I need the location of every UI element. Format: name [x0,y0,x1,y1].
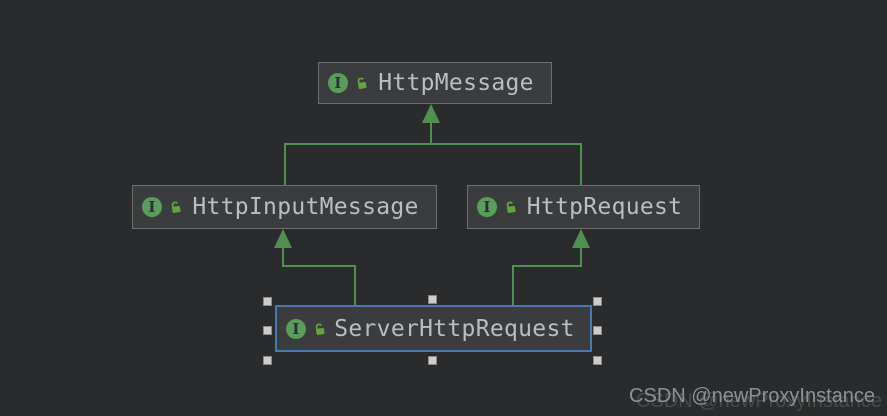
selection-handle-top-middle[interactable] [428,295,437,304]
uml-node-httpinputmessage[interactable]: I HttpInputMessage [132,185,437,229]
inheritance-arrowhead-icon[interactable] [572,229,590,248]
edge-segment[interactable] [580,145,582,185]
selection-handle-middle-right[interactable] [593,326,602,335]
uml-node-httpmessage[interactable]: I HttpMessage [318,62,552,104]
node-label: HttpMessage [378,70,534,96]
uml-node-httprequest[interactable]: I HttpRequest [467,185,700,229]
edge-segment[interactable] [430,122,432,144]
interface-icon: I [142,197,162,217]
edge-segment[interactable] [512,265,582,267]
public-unlocked-icon [506,201,516,214]
watermark: CSDN @newProxyInstance CSDN @newProxyIns… [629,385,882,412]
edge-segment[interactable] [284,145,286,185]
selection-handle-middle-left[interactable] [263,326,272,335]
inheritance-arrowhead-icon[interactable] [422,104,440,123]
selection-handle-bottom-right[interactable] [593,356,602,365]
interface-icon: I [286,318,306,339]
public-unlocked-icon [357,77,367,90]
edge-segment[interactable] [580,246,582,267]
node-label: ServerHttpRequest [334,315,575,342]
public-unlocked-icon [171,201,181,214]
inheritance-arrowhead-icon[interactable] [274,229,292,248]
edge-segment[interactable] [282,265,356,267]
interface-icon: I [477,197,497,217]
watermark-text: CSDN @newProxyInstance [629,385,875,407]
edge-segment[interactable] [354,267,356,305]
interface-icon: I [328,73,348,93]
selection-handle-bottom-middle[interactable] [428,356,437,365]
public-unlocked-icon [315,323,325,335]
edge-segment[interactable] [284,143,582,145]
watermark-ghost-text: CSDN @newProxyInstance [636,390,882,412]
edge-segment[interactable] [282,246,284,267]
uml-node-serverhttprequest[interactable]: I ServerHttpRequest [275,305,592,352]
node-label: HttpInputMessage [192,194,419,220]
edge-segment[interactable] [512,267,514,305]
node-label: HttpRequest [526,194,683,220]
selection-handle-top-right[interactable] [593,297,602,306]
selection-handle-bottom-left[interactable] [263,356,272,365]
selection-handle-top-left[interactable] [263,297,272,306]
